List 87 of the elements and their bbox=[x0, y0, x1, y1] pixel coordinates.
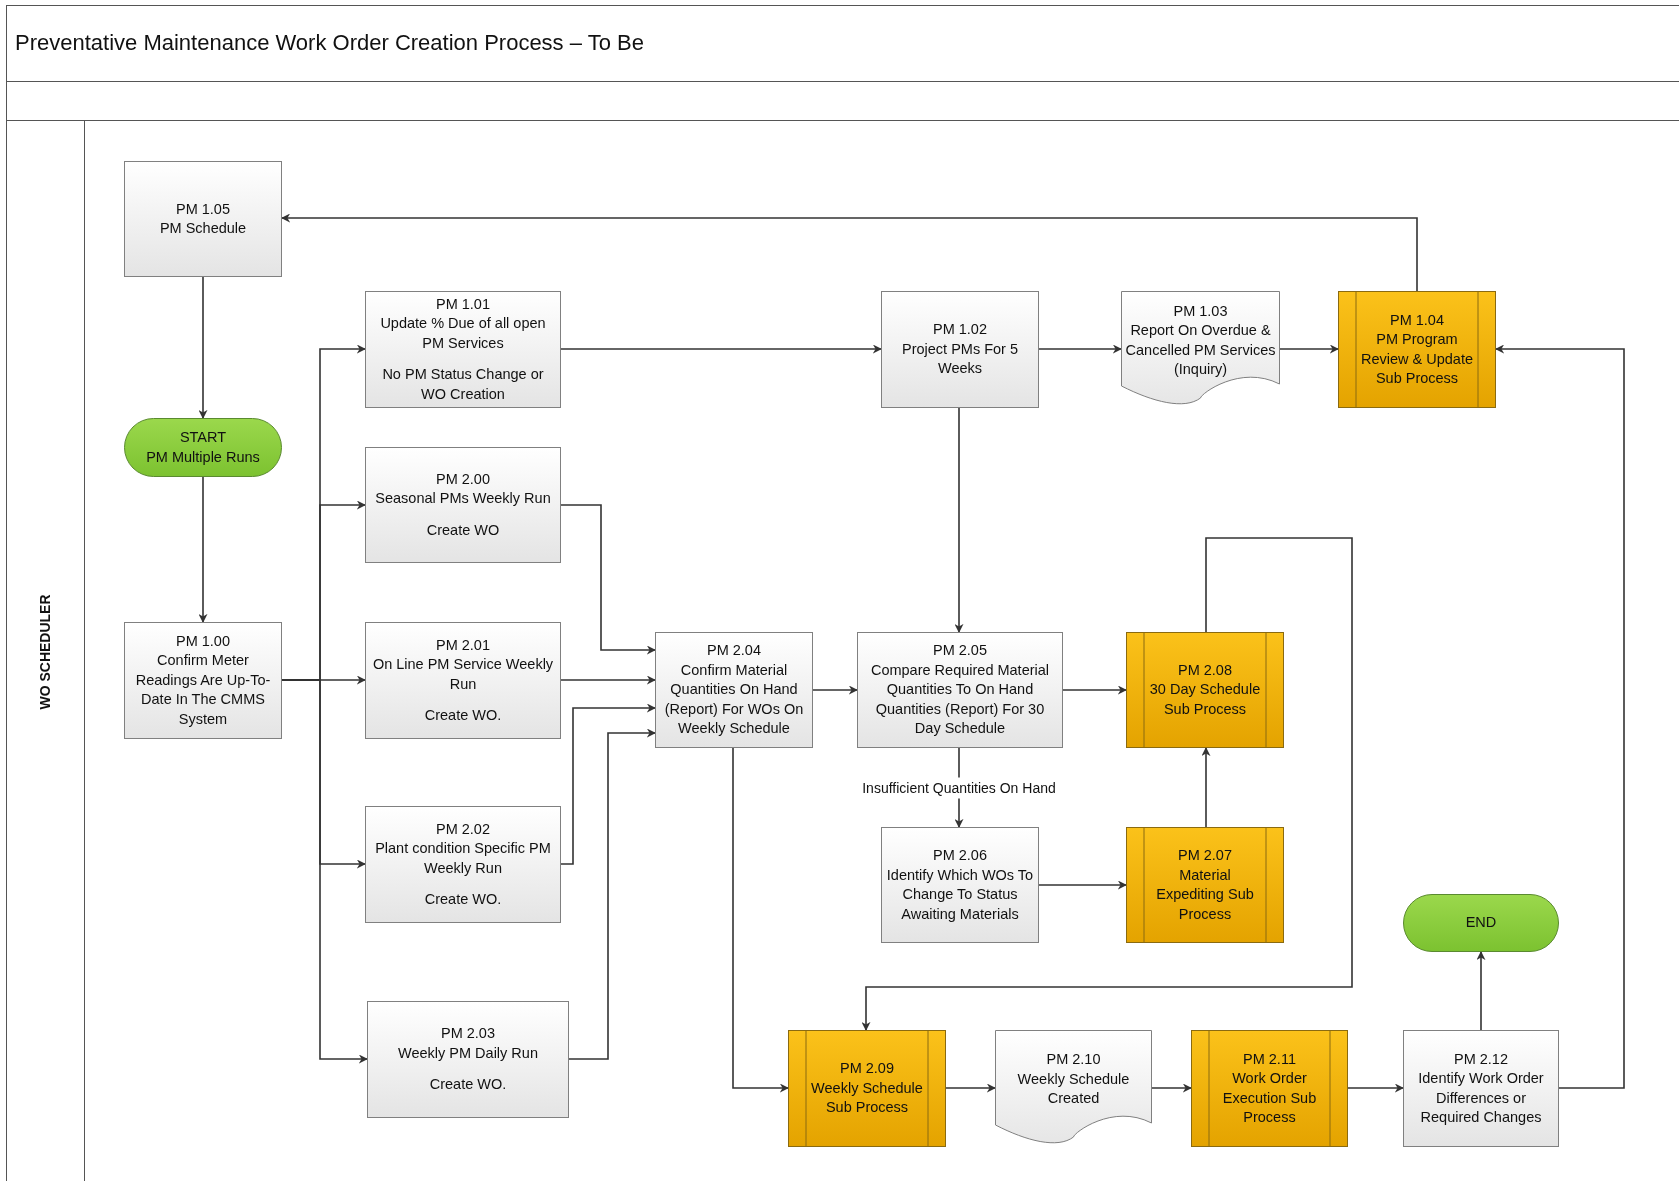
node-id: PM 2.08 bbox=[1178, 660, 1232, 680]
arrow bbox=[560, 504, 656, 655]
process-box bbox=[365, 806, 561, 923]
node-id: PM 2.05 bbox=[933, 641, 987, 661]
node-id: PM 2.11 bbox=[1243, 1049, 1296, 1069]
node-text: Confirm Meter Readings Are Up-To-Date In The CMMS System bbox=[134, 651, 272, 729]
node-id: PM 1.03 bbox=[1173, 301, 1228, 321]
arrow bbox=[1347, 1083, 1404, 1093]
node-text: Weekly Schedule Created bbox=[1016, 1069, 1131, 1109]
node-id: PM 2.09 bbox=[840, 1059, 894, 1079]
node-id: PM 1.00 bbox=[176, 631, 230, 651]
process-box bbox=[857, 632, 1063, 748]
arrow bbox=[560, 344, 882, 354]
arrow bbox=[1201, 747, 1211, 828]
node-id: PM 2.07 bbox=[1178, 846, 1232, 865]
node-text: Update % Due of all open PM Services bbox=[379, 314, 547, 353]
node-id: END bbox=[1465, 913, 1497, 933]
arrow bbox=[568, 728, 656, 1060]
node-id: PM 2.06 bbox=[933, 846, 987, 865]
arrow bbox=[1151, 1083, 1192, 1093]
process-box bbox=[1403, 1030, 1559, 1147]
node-text: Plant condition Specific PM Weekly Run bbox=[374, 839, 552, 878]
arrow bbox=[945, 1083, 996, 1093]
node-text: Confirm Material Quantities On Hand (Report) For WOs On Weekly Schedule bbox=[663, 660, 805, 739]
arrow bbox=[861, 537, 1353, 1031]
node-id: PM 2.04 bbox=[707, 641, 761, 661]
node-text: Project PMs For 5 Weeks bbox=[901, 339, 1019, 379]
subprocess-box bbox=[1126, 827, 1284, 943]
arrow bbox=[560, 675, 656, 685]
node-text: Report On Overdue & Cancelled PM Services (Inquiry) bbox=[1125, 321, 1276, 379]
node-text: PM Multiple Runs bbox=[146, 447, 260, 467]
node-text: Identify Work Order Differences or Required Changes bbox=[1417, 1069, 1545, 1127]
node-text: 30 Day Schedule Sub Process bbox=[1148, 680, 1262, 719]
node-text: Work Order Execution Sub Process bbox=[1221, 1069, 1318, 1127]
node-text: PM Program Review & Update Sub Process bbox=[1360, 330, 1474, 388]
node-note: Create WO. bbox=[429, 1075, 507, 1095]
node-text: Material Expediting Sub Process bbox=[1155, 865, 1255, 924]
node-id: PM 1.01 bbox=[436, 294, 490, 314]
node-text: Identify Which WOs To Change To Status Awaiting Materials bbox=[885, 865, 1035, 924]
arrow bbox=[281, 213, 1418, 292]
node-note: Create WO. bbox=[424, 706, 502, 725]
node-id: PM 2.00 bbox=[436, 469, 490, 489]
node-text: On Line PM Service Weekly Run bbox=[371, 655, 555, 694]
arrow bbox=[560, 703, 656, 865]
node-id: PM 1.04 bbox=[1390, 310, 1444, 330]
subprocess-box bbox=[1338, 291, 1496, 408]
process-box bbox=[365, 291, 561, 408]
diagram-title: Preventative Maintenance Work Order Creation Process – To Be bbox=[15, 29, 644, 57]
process-box bbox=[365, 447, 561, 563]
arrow bbox=[1476, 951, 1486, 1031]
node-text: Weekly PM Daily Run bbox=[398, 1043, 538, 1063]
process-box bbox=[655, 632, 813, 748]
arrow bbox=[1279, 344, 1339, 354]
arrow bbox=[732, 747, 789, 1093]
subprocess-box bbox=[788, 1030, 946, 1147]
arrow bbox=[1062, 685, 1127, 695]
process-box bbox=[365, 622, 561, 739]
node-note: Create WO bbox=[426, 520, 500, 540]
node-id: PM 2.10 bbox=[1046, 1050, 1101, 1070]
process-box bbox=[881, 827, 1039, 943]
process-box bbox=[124, 161, 282, 277]
process-box bbox=[124, 622, 282, 739]
arrow bbox=[954, 407, 964, 633]
node-text: Compare Required Material Quantities To On Hand Quantities (Report) For 30 Day Schedule bbox=[869, 660, 1051, 739]
node-id: PM 1.05 bbox=[176, 199, 230, 219]
node-text: PM Schedule bbox=[159, 219, 247, 238]
node-note: Create WO. bbox=[424, 890, 502, 909]
node-id: PM 2.12 bbox=[1454, 1049, 1508, 1069]
node-id: START bbox=[179, 428, 227, 447]
arrow bbox=[812, 685, 858, 695]
arrow bbox=[198, 276, 208, 419]
node-text: Seasonal PMs Weekly Run bbox=[375, 489, 551, 509]
node-id: PM 2.03 bbox=[441, 1024, 495, 1044]
lane-label: WO SCHEDULER bbox=[35, 594, 54, 710]
node-id: PM 1.02 bbox=[933, 320, 987, 340]
arrow bbox=[1038, 344, 1122, 354]
node-note: No PM Status Change or WO Creation bbox=[381, 365, 545, 404]
subprocess-box bbox=[1126, 632, 1284, 748]
process-box bbox=[367, 1001, 569, 1118]
arrow bbox=[1038, 880, 1127, 890]
subprocess-box bbox=[1191, 1030, 1348, 1147]
arrow bbox=[198, 476, 208, 623]
arrow bbox=[1495, 344, 1625, 1089]
node-text: Weekly Schedule Sub Process bbox=[810, 1078, 924, 1118]
node-id: PM 2.02 bbox=[436, 819, 490, 839]
node-id: PM 2.01 bbox=[436, 635, 490, 655]
process-box bbox=[881, 291, 1039, 408]
